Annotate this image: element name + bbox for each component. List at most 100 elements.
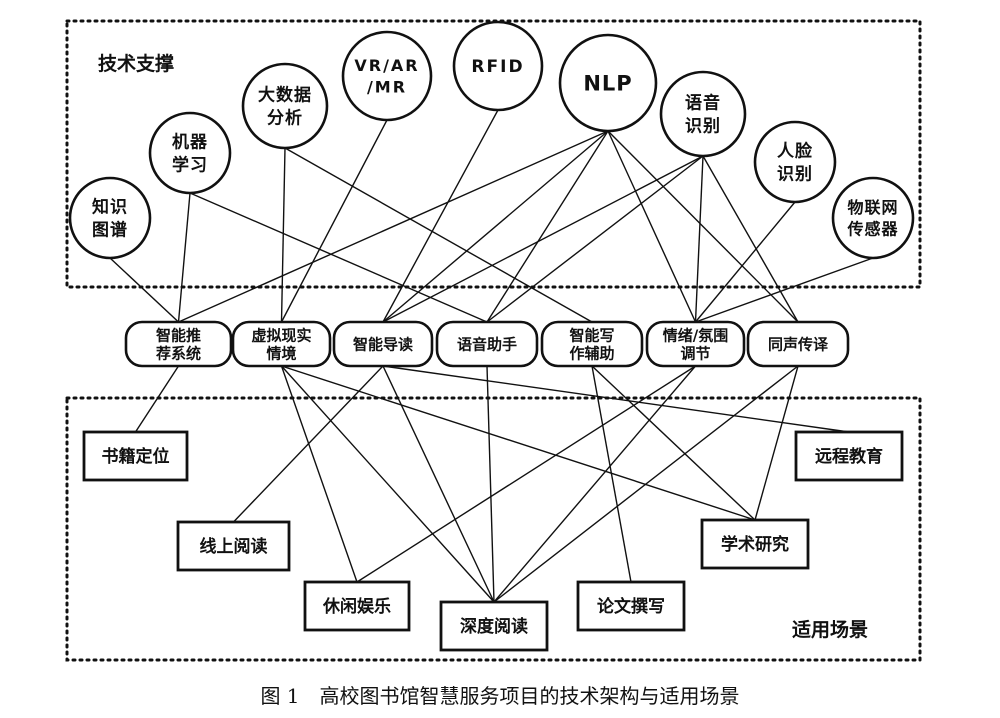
service-node-label: 语音助手 bbox=[457, 335, 517, 353]
scenario-node-remote: 远程教育 bbox=[794, 430, 904, 482]
tech-node-circle bbox=[452, 20, 544, 112]
scenario-node-box bbox=[700, 518, 810, 570]
tech-link-kg-rec bbox=[109, 257, 179, 323]
tech-region-title: 技术支撑 bbox=[98, 52, 174, 75]
service-node-box bbox=[435, 320, 539, 368]
tech-link-nlp-trans bbox=[607, 130, 799, 323]
scenario-node-online: 线上阅读 bbox=[176, 520, 291, 572]
service-node-guide: 智能导读 bbox=[332, 320, 434, 368]
tech-node-label: 大数据 bbox=[258, 85, 312, 106]
tech-node-circle bbox=[753, 120, 837, 204]
scenario-node-box bbox=[576, 580, 686, 632]
nodes-layer: 知识图谱机器学习大数据分析VR/AR/MRRFIDNLP语音识别人脸识别物联网传… bbox=[68, 20, 915, 652]
tech-node-circle bbox=[341, 30, 433, 122]
tech-link-bd-write bbox=[284, 147, 593, 323]
scene-link-vrs-deep bbox=[280, 365, 495, 603]
scene-link-guide-remote bbox=[382, 365, 850, 433]
service-node-label: 作辅助 bbox=[569, 344, 614, 362]
scene-link-trans-academic bbox=[754, 365, 799, 521]
scene-link-mood-deep bbox=[493, 365, 697, 603]
service-node-box bbox=[746, 320, 850, 368]
scene-link-rec-locate bbox=[134, 365, 180, 433]
tech-node-label: 传感器 bbox=[846, 220, 898, 239]
tech-node-vr: VR/AR/MR bbox=[341, 30, 433, 122]
scenario-node-academic: 学术研究 bbox=[700, 518, 810, 570]
scenario-node-label: 休闲娱乐 bbox=[322, 596, 391, 617]
tech-link-iot-mood bbox=[695, 257, 874, 323]
scene-link-write-academic bbox=[591, 365, 756, 521]
tech-node-label: VR/AR bbox=[354, 56, 419, 75]
service-node-box bbox=[540, 320, 644, 368]
scene-link-vrs-academic bbox=[281, 365, 756, 521]
scenario-node-label: 论文撰写 bbox=[597, 596, 665, 617]
scenario-node-label: 书籍定位 bbox=[102, 446, 170, 467]
scene-link-write-paper bbox=[591, 365, 632, 583]
tech-node-label: 识别 bbox=[685, 117, 721, 137]
tech-node-label: 人脸 bbox=[777, 141, 813, 162]
scenario-node-box bbox=[176, 520, 291, 572]
scenario-node-leisure: 休闲娱乐 bbox=[303, 580, 411, 632]
scenario-node-box bbox=[303, 580, 411, 632]
scene-link-trans-deep bbox=[493, 365, 799, 603]
tech-link-nlp-mood bbox=[607, 130, 697, 323]
tech-node-label: /MR bbox=[367, 78, 407, 97]
scene-link-guide-deep bbox=[382, 365, 495, 603]
service-node-label: 智能推 bbox=[156, 326, 201, 344]
scenario-node-label: 深度阅读 bbox=[460, 616, 528, 637]
scenario-node-box bbox=[439, 600, 549, 652]
scenario-node-paper: 论文撰写 bbox=[576, 580, 686, 632]
service-node-label: 情境 bbox=[266, 344, 296, 362]
service-node-label: 同声传译 bbox=[768, 335, 829, 353]
scene-link-guide-online bbox=[232, 365, 384, 523]
tech-node-label: 图谱 bbox=[92, 220, 128, 241]
tech-link-sr-voice bbox=[486, 155, 704, 323]
tech-node-label: 学习 bbox=[172, 155, 208, 176]
tech-link-sr-trans bbox=[702, 155, 799, 323]
tech-node-circle bbox=[68, 176, 152, 260]
tech-link-ml-rec bbox=[177, 192, 191, 323]
service-node-label: 荐系统 bbox=[155, 344, 201, 362]
tech-node-label: 分析 bbox=[267, 108, 303, 129]
tech-node-rfid: RFID bbox=[452, 20, 544, 112]
tech-node-label: 语音 bbox=[685, 93, 721, 114]
scene-link-vrs-leisure bbox=[280, 365, 358, 583]
service-node-label: 智能导读 bbox=[353, 335, 413, 353]
tech-node-circle bbox=[148, 111, 232, 195]
scenario-node-box bbox=[82, 430, 189, 482]
service-node-box bbox=[231, 320, 332, 368]
tech-node-circle bbox=[831, 176, 915, 260]
tech-link-rfid-guide bbox=[382, 109, 499, 323]
tech-node-label: 机器 bbox=[172, 132, 208, 153]
scenario-node-deep: 深度阅读 bbox=[439, 600, 549, 652]
tech-node-label: 物联网 bbox=[847, 198, 898, 217]
tech-link-sr-guide bbox=[382, 155, 704, 323]
service-node-box bbox=[124, 320, 233, 368]
tech-node-nlp: NLP bbox=[558, 33, 658, 133]
service-node-label: 虚拟现实 bbox=[251, 326, 311, 344]
links-layer bbox=[109, 109, 874, 603]
tech-link-vr-vrs bbox=[280, 119, 388, 323]
tech-node-circle bbox=[241, 62, 329, 150]
tech-link-nlp-guide bbox=[382, 130, 609, 323]
service-node-box bbox=[332, 320, 434, 368]
scene-region-title: 适用场景 bbox=[792, 619, 868, 641]
service-node-trans: 同声传译 bbox=[746, 320, 850, 368]
tech-link-nlp-rec bbox=[178, 130, 609, 323]
scene-link-mood-leisure bbox=[356, 365, 696, 583]
tech-node-circle bbox=[659, 70, 747, 158]
scenario-node-label: 远程教育 bbox=[815, 446, 883, 467]
tech-node-label: 识别 bbox=[777, 165, 813, 185]
tech-link-fr-mood bbox=[694, 201, 796, 323]
tech-link-sr-mood bbox=[694, 155, 704, 323]
tech-link-ml-voice bbox=[189, 192, 488, 323]
tech-node-label: 知识 bbox=[91, 197, 128, 218]
